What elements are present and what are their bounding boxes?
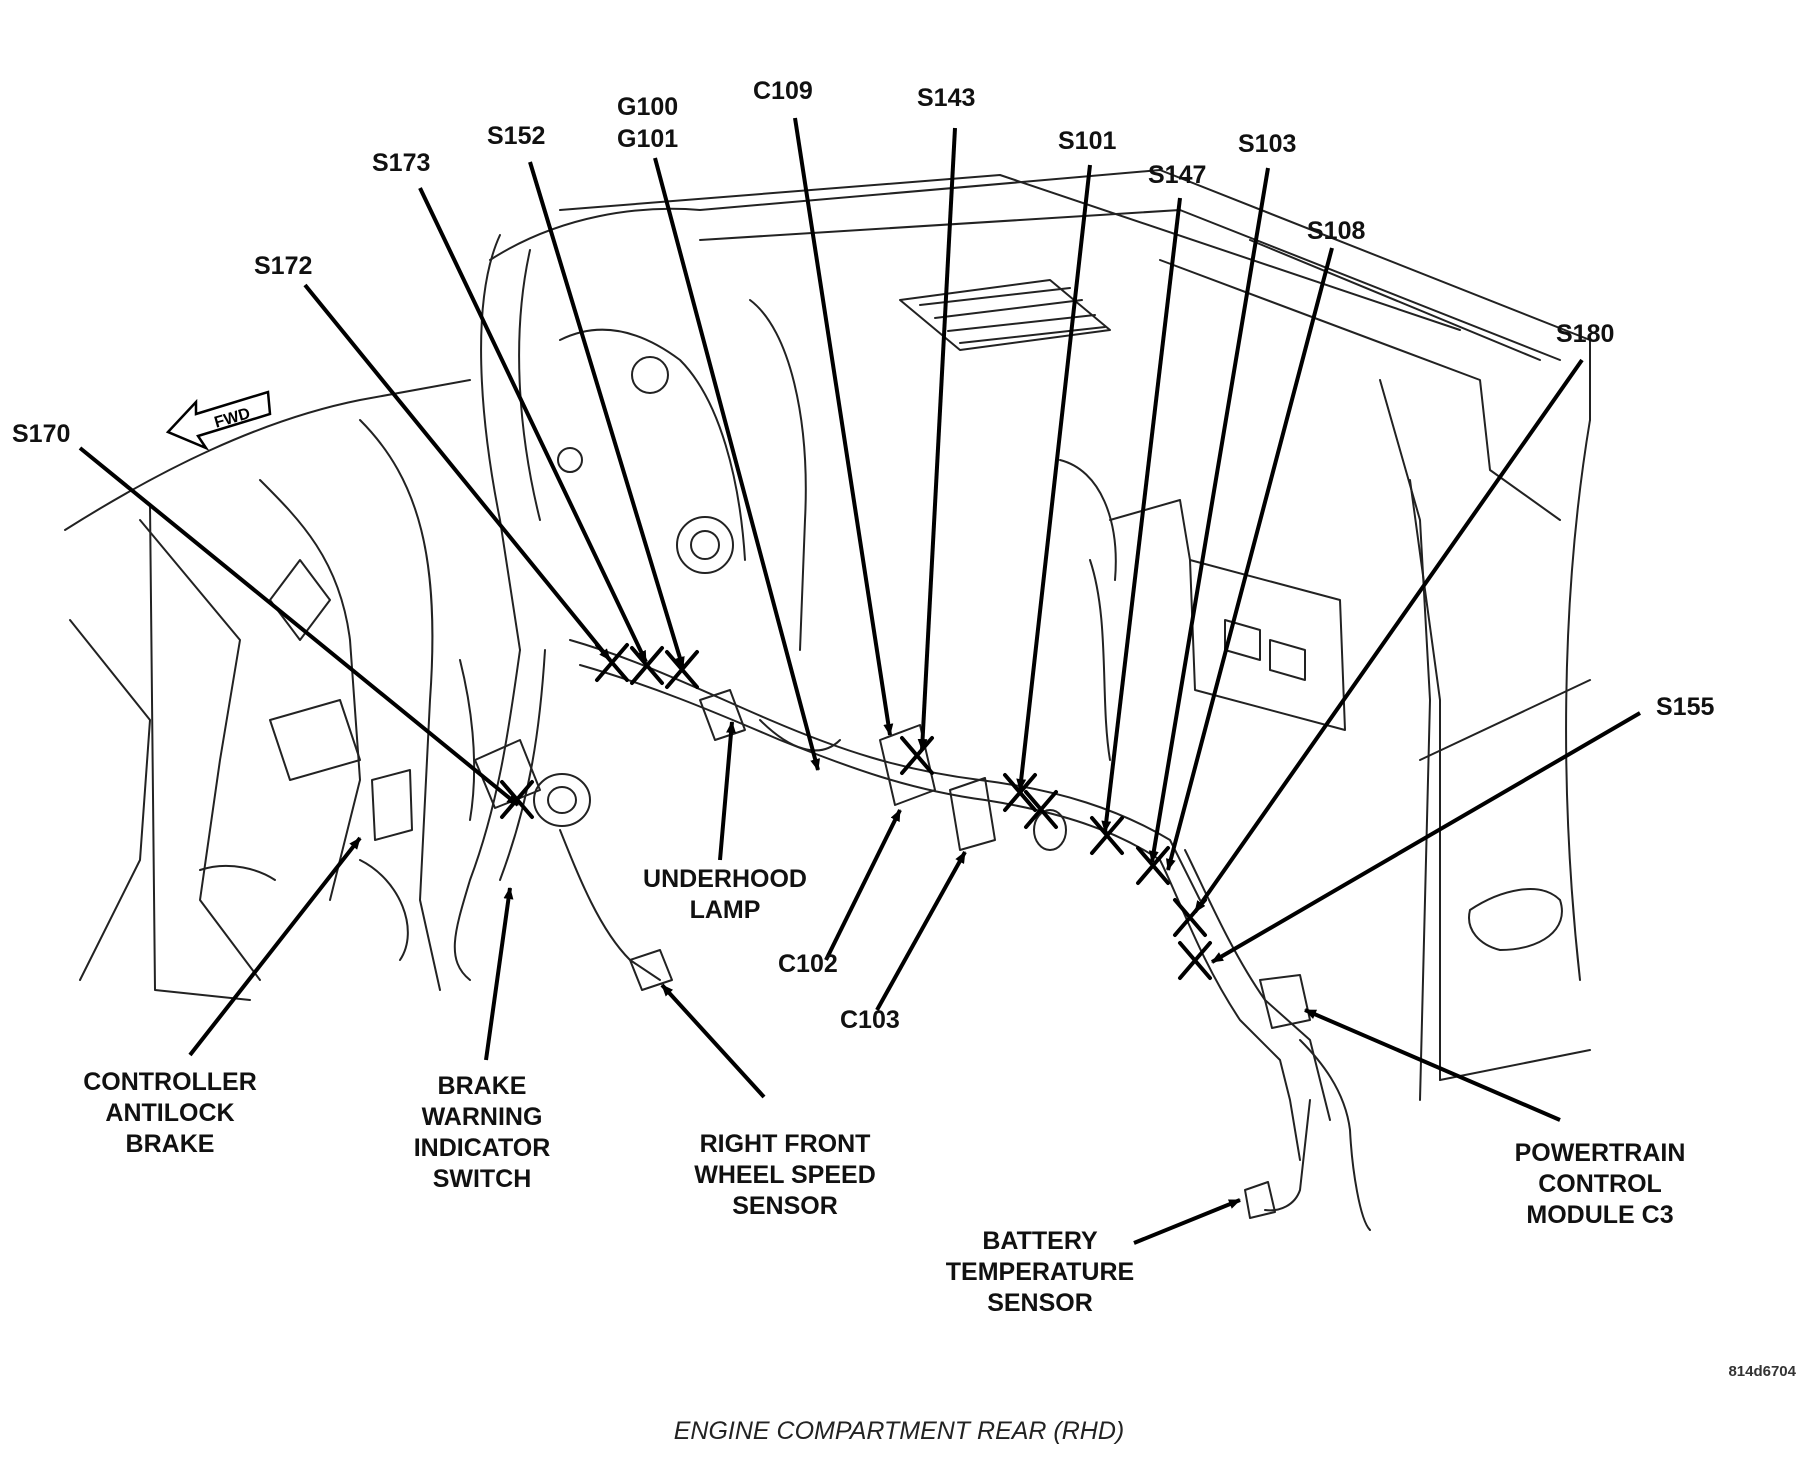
label-s147: S147 [1148, 161, 1207, 189]
label-underhood-lamp: UNDERHOOD LAMP [643, 865, 807, 924]
splice-mark-s101 [1003, 773, 1037, 812]
leader-s101 [1016, 164, 1092, 791]
line-art [64, 169, 1591, 1231]
leader-battery-temperature-sensor [1133, 1198, 1241, 1245]
leader-s147 [1101, 197, 1182, 833]
splice-mark-s170 [500, 780, 534, 819]
leader-s108 [1165, 247, 1334, 871]
leader-s180 [1193, 358, 1584, 914]
label-c109: C109 [753, 77, 813, 105]
leader-s170 [78, 446, 520, 807]
leader-s103 [1148, 167, 1270, 863]
leader-right-front-wheel-speed-sensor [660, 983, 766, 1099]
label-g101: G101 [617, 125, 679, 153]
fwd-arrow-icon: FWD [165, 390, 272, 451]
label-s172: S172 [254, 252, 313, 280]
figure-id: 814d6704 [1728, 1363, 1796, 1380]
label-s173: S173 [372, 149, 431, 177]
label-s103: S103 [1238, 130, 1297, 158]
splice-mark-s155 [1178, 941, 1212, 980]
leader-brake-warning-indicator-switch [484, 887, 514, 1061]
splice-mark-s101b [1024, 790, 1058, 829]
leader-s155 [1210, 711, 1642, 964]
leader-s173 [418, 187, 648, 663]
label-right-front-wheel-speed-sensor: RIGHT FRONT WHEEL SPEED SENSOR [694, 1130, 876, 1220]
label-controller-antilock-brake: CONTROLLER ANTILOCK BRAKE [83, 1068, 257, 1158]
leader-s172 [303, 283, 612, 662]
leader-underhood-lamp [718, 721, 737, 861]
leader-controller-antilock-brake [188, 836, 362, 1057]
leader-s152 [528, 161, 685, 669]
leader-c109 [793, 117, 894, 736]
splice-mark-s103 [1136, 846, 1170, 885]
splice-mark-s152 [665, 650, 699, 689]
leader-s143 [917, 127, 957, 751]
figure-caption: ENGINE COMPARTMENT REAR (RHD) [673, 1417, 1125, 1445]
splice-mark-s147 [1090, 816, 1124, 855]
label-s155: S155 [1656, 693, 1715, 721]
label-s180: S180 [1556, 320, 1615, 348]
label-brake-warning-indicator-switch: BRAKE WARNING INDICATOR SWITCH [413, 1072, 551, 1193]
leader-c102 [824, 809, 902, 961]
label-c103: C103 [840, 1006, 900, 1034]
leader-g100-g101 [653, 157, 821, 771]
label-g100: G100 [617, 93, 679, 121]
label-s101: S101 [1058, 127, 1117, 155]
label-s108: S108 [1307, 217, 1366, 245]
label-battery-temperature-sensor: BATTERY TEMPERATURE SENSOR [945, 1227, 1135, 1317]
splice-marks [500, 643, 1212, 980]
leader-powertrain-control-module-c3 [1304, 1008, 1561, 1122]
label-powertrain-control-module-c3: POWERTRAIN CONTROL MODULE C3 [1514, 1139, 1686, 1229]
label-s152: S152 [487, 122, 546, 150]
leader-c103 [875, 851, 967, 1011]
label-s170: S170 [12, 420, 71, 448]
label-s143: S143 [917, 84, 976, 112]
leader-arrows [78, 117, 1642, 1245]
label-c102: C102 [778, 950, 838, 978]
splice-mark-s173 [630, 646, 664, 685]
